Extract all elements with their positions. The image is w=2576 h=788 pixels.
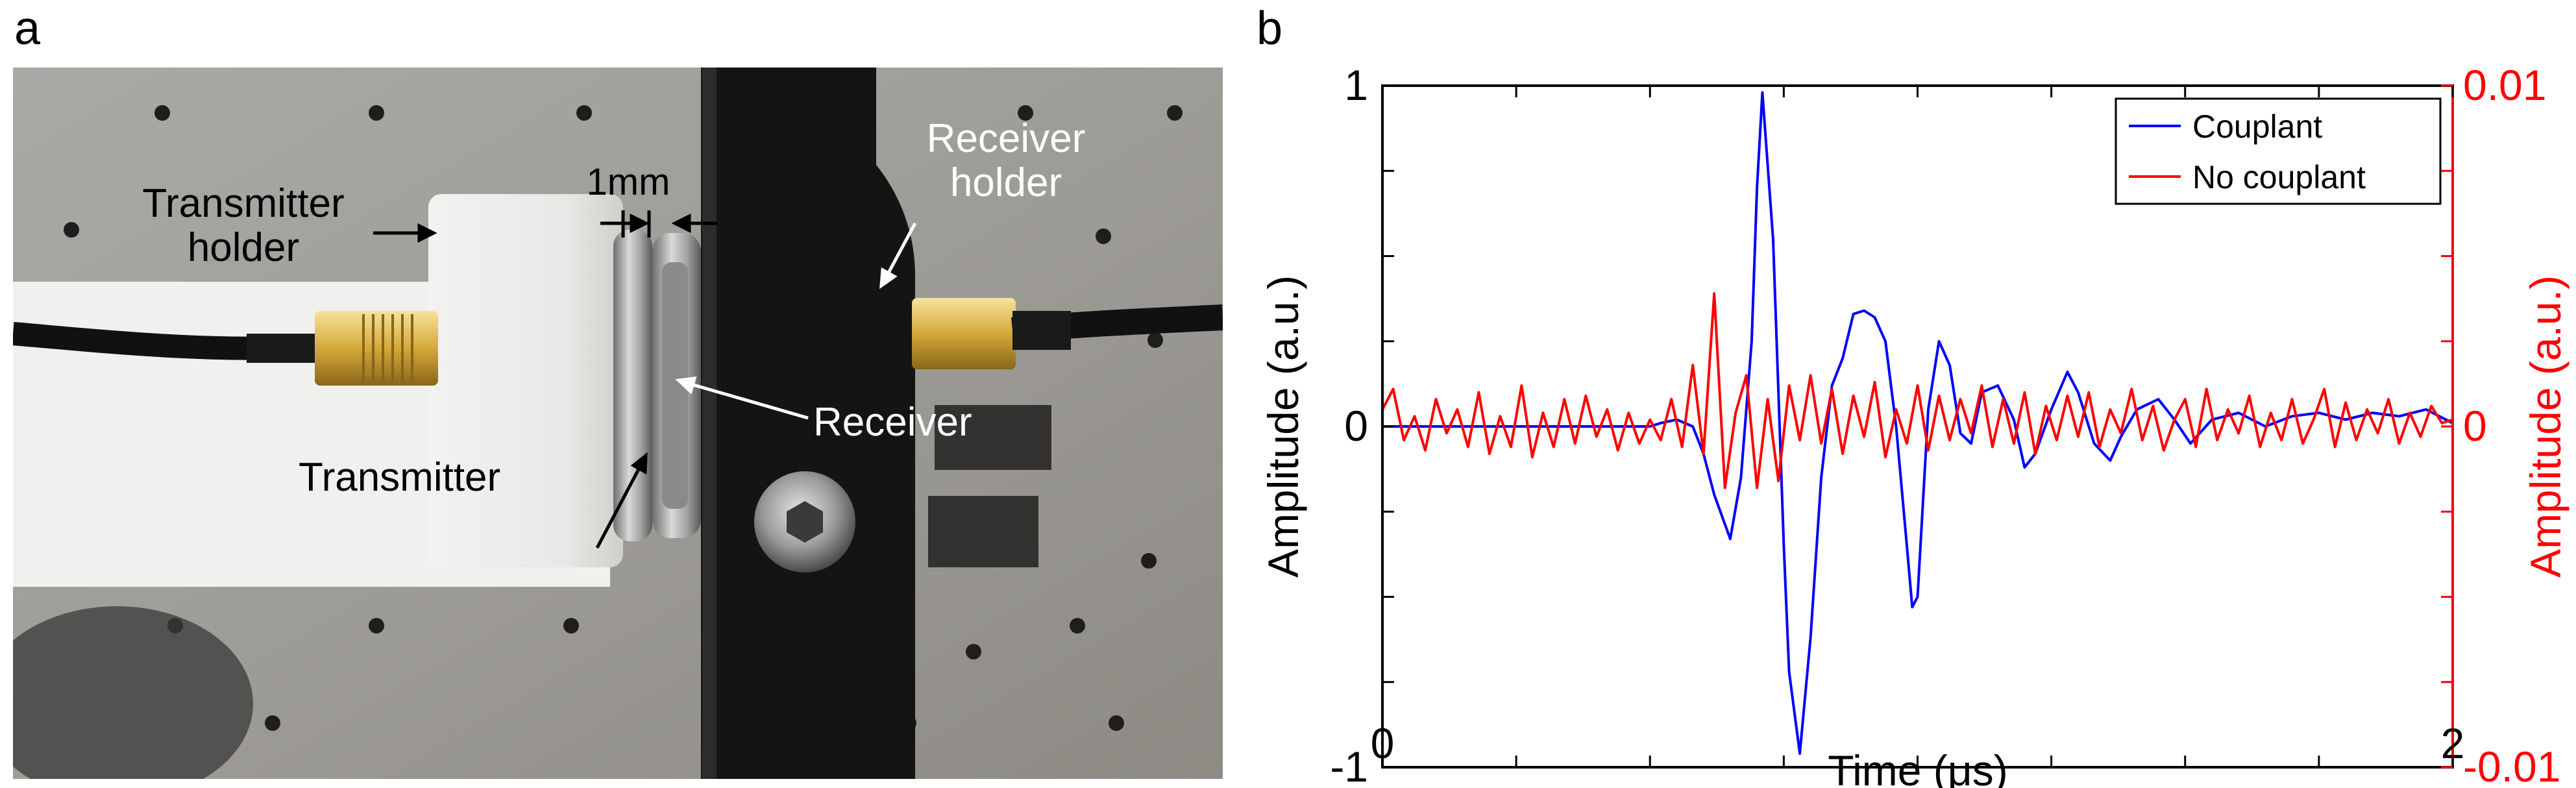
y-right-axis-label: Amplitude (a.u.): [2521, 275, 2570, 578]
y-right-tick-label: 0: [2463, 402, 2487, 450]
annotation-arrows-black: [373, 210, 717, 549]
label-transmitter: Transmitter: [299, 455, 500, 500]
legend-label-no-couplant: No couplant: [2192, 159, 2366, 195]
x-axis-label: Time (μs): [1828, 746, 2008, 788]
plot-area: [1381, 91, 2453, 755]
y-left-tick-label: 0: [1344, 402, 1368, 450]
receiver-holder-edge: [702, 68, 717, 779]
label-transmitter-holder-line1: Transmitter: [142, 181, 344, 226]
label-gap: 1mm: [587, 161, 670, 203]
y-left-axis-label: Amplitude (a.u.): [1266, 275, 1307, 578]
label-receiver-holder-line2: holder: [950, 160, 1062, 205]
y-right-tick-label: -0.01: [2463, 743, 2560, 788]
annotation-arrows-white: [675, 222, 917, 420]
legend-box: [2115, 97, 2442, 205]
series-line-no-couplant: [1381, 292, 2453, 489]
transmitter-sma-connector: [315, 311, 438, 386]
x-tick-label: 0: [1371, 719, 1395, 767]
receiver-holder-block: [701, 68, 915, 779]
dark-post-1: [935, 405, 1051, 470]
y-left-tick-label: 1: [1344, 61, 1368, 109]
x-tick-label: 2: [2441, 719, 2465, 767]
y-right-axis-ticks: 0.01 0 -0.01: [2441, 61, 2560, 788]
label-receiver: Receiver: [813, 400, 972, 445]
transmitter-steel-ring: [613, 230, 652, 541]
receiver-face: [662, 262, 688, 509]
receiver-sma-connector: [912, 298, 1016, 369]
y-left-axis-ticks: 10-1: [1330, 61, 1394, 788]
legend-label-couplant: Couplant: [2192, 108, 2322, 145]
dark-object: [13, 606, 253, 779]
experimental-setup-photo: Transmitter holder 1mm Receiver holder R…: [13, 68, 1223, 779]
label-receiver-holder-line1: Receiver: [927, 116, 1086, 161]
panel-label-a: a: [14, 3, 41, 55]
dark-post-2: [928, 496, 1038, 567]
legend: Couplant No couplant: [2115, 97, 2442, 205]
screw-hex-socket: [787, 501, 823, 543]
transmitter-holder-block: [428, 194, 623, 567]
panel-label-b: b: [1257, 3, 1283, 55]
connector-knurl: [362, 314, 413, 382]
receiver-cable-sleeve: [1012, 311, 1071, 350]
label-transmitter-holder-line2: holder: [188, 225, 299, 270]
y-right-tick-label: 0.01: [2463, 61, 2546, 109]
transmitter-cable-sleeve: [247, 334, 318, 363]
y-left-tick-label: -1: [1330, 743, 1368, 788]
